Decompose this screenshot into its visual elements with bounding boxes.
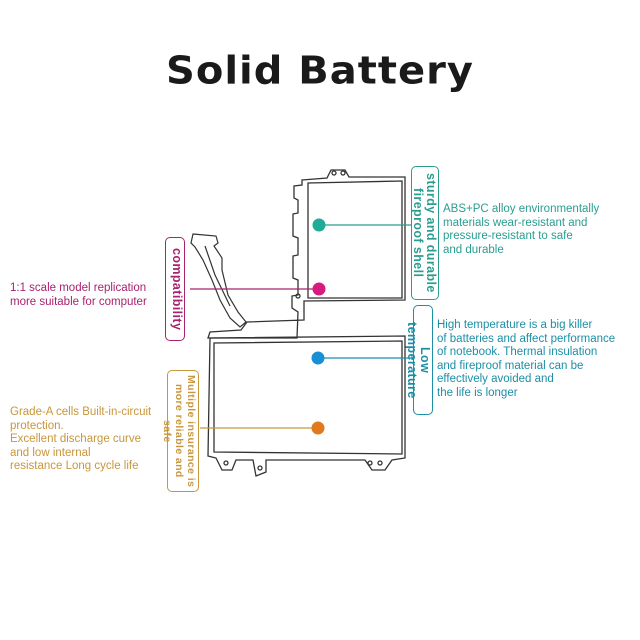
shell-marker-dot — [312, 218, 326, 232]
compatibility-marker-dot — [312, 282, 326, 296]
compatibility-label: compatibility — [165, 237, 185, 341]
temperature-label: Low temperature — [405, 305, 433, 415]
compatibility-description: 1:1 scale model replication more suitabl… — [10, 282, 147, 308]
shell-label: sturdy and durable fireproof shell — [411, 166, 439, 300]
lower-battery-outline — [207, 335, 406, 477]
ribbon-connector — [190, 233, 247, 328]
shell-label-line-2: fireproof shell — [411, 188, 425, 278]
insurance-marker-dot — [311, 421, 325, 435]
temperature-description: High temperature is a big killer of batt… — [437, 319, 616, 399]
insurance-description: Grade-A cells Built-in-circuit protectio… — [10, 406, 152, 472]
insurance-label-line-2: more reliable and safe — [161, 384, 185, 478]
insurance-label-line-1: Multiple insurance is — [185, 374, 197, 488]
page-title: Solid Battery — [166, 49, 474, 93]
shell-label-line-1: sturdy and durable — [424, 173, 438, 293]
shell-description: ABS+PC alloy environmentally materials w… — [443, 203, 600, 256]
insurance-label: Multiple insurance is more reliable and … — [161, 370, 199, 492]
temperature-marker-dot — [311, 351, 325, 365]
upper-battery-outline — [207, 169, 406, 339]
